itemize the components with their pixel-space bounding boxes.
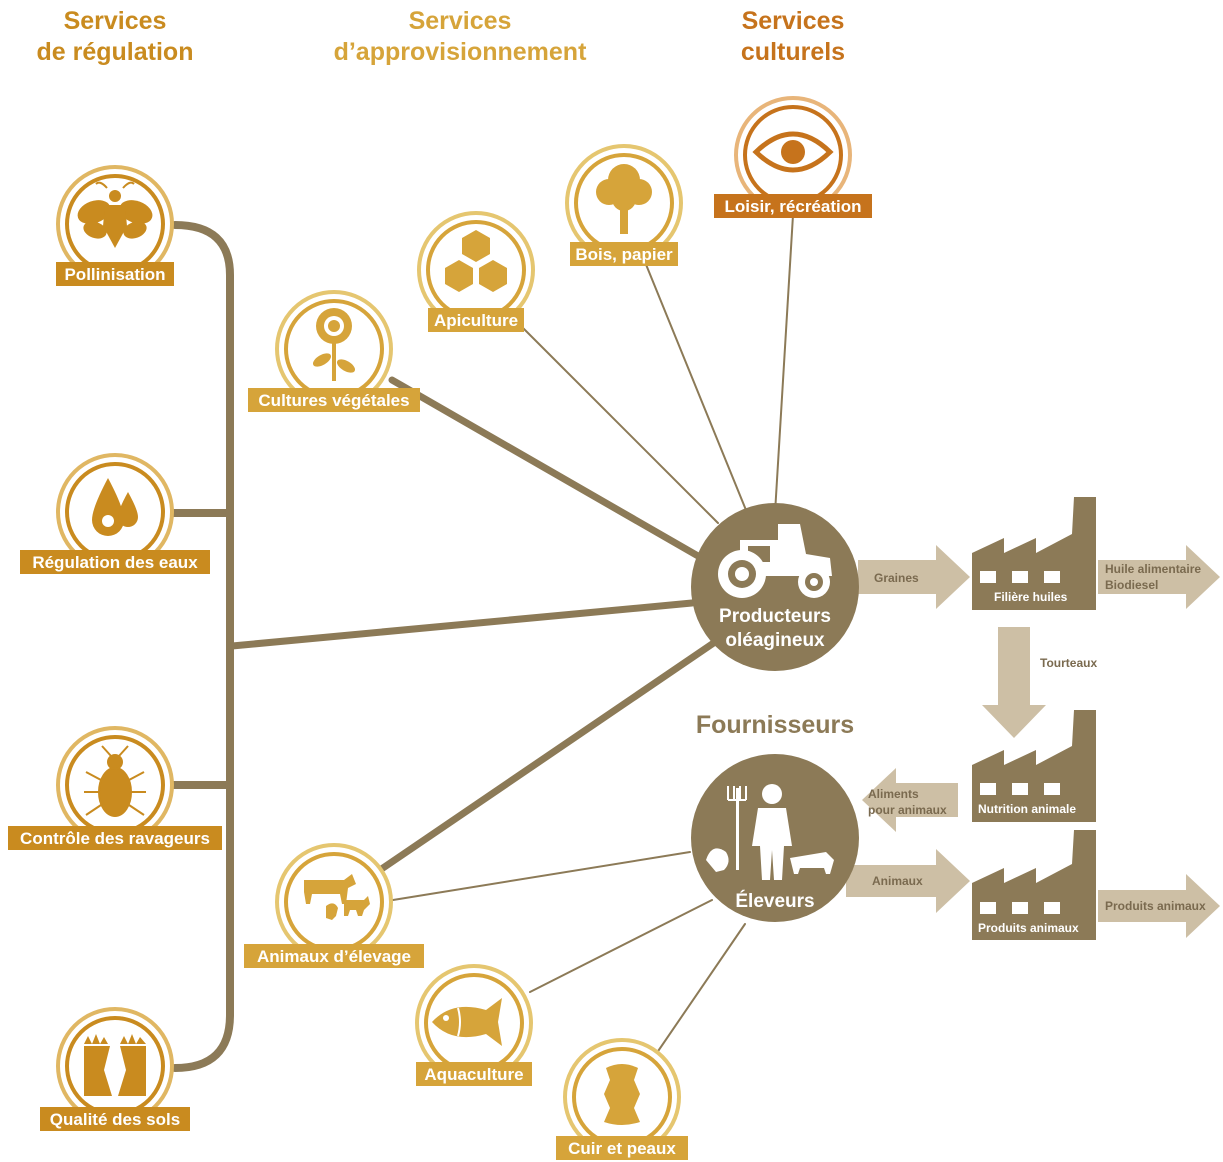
factory-produits: Produits animaux xyxy=(972,830,1096,940)
beetle-icon xyxy=(84,745,146,817)
node-regulation-eaux: Régulation des eaux xyxy=(20,453,210,574)
tree-icon xyxy=(596,164,652,234)
link-cultures-producteurs xyxy=(388,376,709,564)
fish-icon xyxy=(432,998,502,1046)
arrow-graines xyxy=(858,545,970,609)
hub-eleveurs: Éleveurs xyxy=(691,754,859,922)
arrow-tourteaux xyxy=(982,627,1046,738)
link-regulation-producteurs xyxy=(228,599,696,650)
flow-label-huile-1: Huile alimentaire xyxy=(1105,562,1201,576)
flow-label-aliments-2: pour animaux xyxy=(868,803,947,817)
eye-icon xyxy=(752,131,834,173)
factory-nutrition: Nutrition animale xyxy=(972,710,1096,822)
label-cultures-vegetales: Cultures végétales xyxy=(258,391,409,410)
label-apiculture: Apiculture xyxy=(434,311,518,330)
soil-icon xyxy=(84,1034,146,1096)
hub-producteurs: Producteurs oléagineux xyxy=(691,503,859,671)
header-regulation-line1: Services xyxy=(63,7,167,35)
label-aquaculture: Aquaculture xyxy=(424,1065,523,1084)
flow-label-animaux: Animaux xyxy=(872,874,923,888)
flow-label-huile-2: Biodiesel xyxy=(1105,578,1158,592)
label-animaux-elevage: Animaux d’élevage xyxy=(257,947,411,966)
factory-produits-label: Produits animaux xyxy=(978,921,1079,935)
water-drops-icon xyxy=(92,478,138,536)
farmer-icon xyxy=(706,784,834,880)
flow-label-produits: Produits animaux xyxy=(1105,899,1206,913)
arrow-produits-out xyxy=(1098,874,1220,938)
label-controle-ravageurs: Contrôle des ravageurs xyxy=(20,829,210,848)
link-bois-producteurs xyxy=(644,261,749,516)
hub-producteurs-line2: oléagineux xyxy=(725,630,825,651)
header-culturels: Services culturels xyxy=(693,6,893,68)
node-apiculture: Apiculture xyxy=(417,211,535,332)
factory-huiles: Filière huiles xyxy=(972,497,1096,610)
sunflower-icon xyxy=(312,308,356,381)
header-approvisionnement-line1: Services xyxy=(408,7,512,35)
regulation-bracket xyxy=(171,221,234,1072)
node-loisir-recreation: Loisir, récréation xyxy=(714,96,872,218)
fournisseurs-title: Fournisseurs xyxy=(696,711,854,739)
arrow-huile-out xyxy=(1098,545,1220,609)
link-cuir-eleveurs xyxy=(651,923,746,1061)
link-aquaculture-eleveurs xyxy=(529,899,713,993)
factory-nutrition-label: Nutrition animale xyxy=(978,802,1076,816)
node-controle-ravageurs: Contrôle des ravageurs xyxy=(8,726,222,850)
header-culturels-line2: culturels xyxy=(740,38,846,66)
node-cuir-peaux: Cuir et peaux xyxy=(556,1038,688,1160)
label-cuir-peaux: Cuir et peaux xyxy=(568,1139,676,1158)
honeycomb-icon xyxy=(445,230,507,292)
label-qualite-sols: Qualité des sols xyxy=(50,1110,180,1129)
header-culturels-line1: Services xyxy=(741,7,845,35)
header-approvisionnement-line2: d’approvisionnement xyxy=(333,38,587,66)
hub-eleveurs-label: Éleveurs xyxy=(735,890,814,912)
flow-label-tourteaux: Tourteaux xyxy=(1040,656,1097,670)
link-animaux-eleveurs xyxy=(392,851,691,901)
factory-huiles-label: Filière huiles xyxy=(994,590,1068,604)
hide-icon xyxy=(604,1064,640,1125)
label-pollinisation: Pollinisation xyxy=(64,265,165,284)
header-regulation-line2: de régulation xyxy=(36,38,194,66)
arrow-animaux xyxy=(846,849,970,913)
flow-label-graines: Graines xyxy=(874,571,919,585)
link-animaux-producteurs xyxy=(376,636,722,874)
label-loisir-recreation: Loisir, récréation xyxy=(725,197,862,216)
flow-label-aliments-1: Aliments xyxy=(868,787,919,801)
node-aquaculture: Aquaculture xyxy=(415,964,533,1086)
header-approvisionnement: Services d’approvisionnement xyxy=(315,6,605,68)
node-qualite-sols: Qualité des sols xyxy=(40,1007,190,1131)
bee-icon xyxy=(77,181,153,248)
node-cultures-vegetales: Cultures végétales xyxy=(248,290,420,412)
node-animaux-elevage: Animaux d’élevage xyxy=(244,843,424,968)
label-bois-papier: Bois, papier xyxy=(575,245,673,264)
header-regulation: Services de régulation xyxy=(15,6,215,68)
label-regulation-eaux: Régulation des eaux xyxy=(32,553,198,572)
link-apiculture-producteurs xyxy=(514,319,719,524)
link-loisir-producteurs xyxy=(774,214,794,514)
tractor-icon xyxy=(718,524,832,598)
node-pollinisation: Pollinisation xyxy=(56,165,174,286)
hub-producteurs-line1: Producteurs xyxy=(719,606,831,627)
livestock-icon xyxy=(304,874,370,920)
flow-arrows xyxy=(846,545,1220,938)
arrow-aliments xyxy=(862,768,958,832)
node-bois-papier: Bois, papier xyxy=(565,144,683,266)
connectors xyxy=(166,214,794,1072)
